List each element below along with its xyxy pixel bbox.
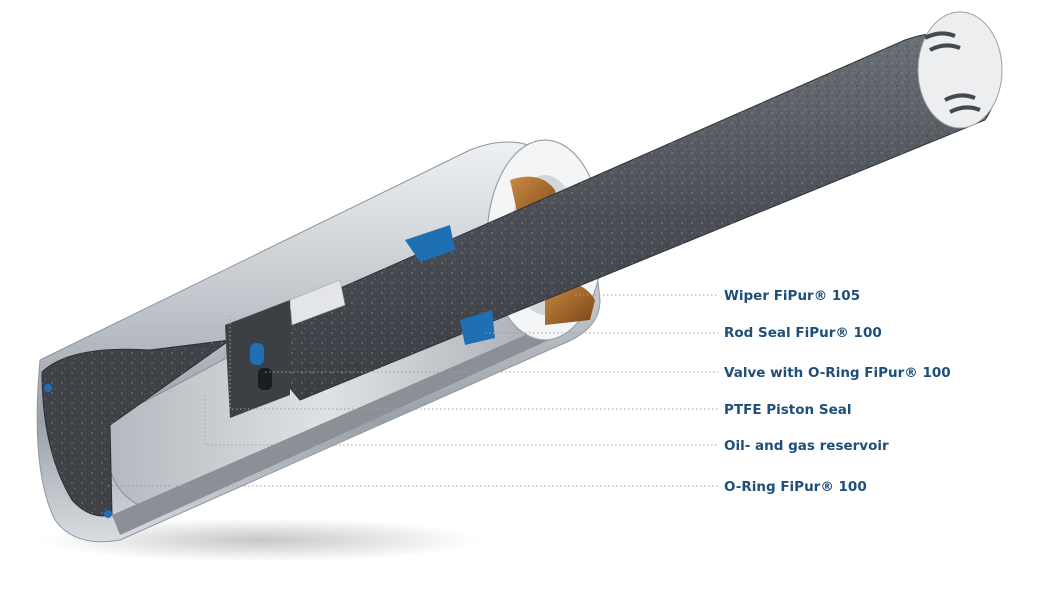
- label-wiper: Wiper FiPur® 105: [724, 288, 861, 304]
- oring-dot-lower: [104, 510, 112, 518]
- ptfe-piston-seal: [289, 279, 346, 326]
- tube-wall-rim: [112, 320, 560, 535]
- label-oring: O-Ring FiPur® 100: [724, 479, 867, 495]
- rod-thread: [924, 31, 981, 114]
- piston-rod-speckle: [245, 33, 997, 400]
- rod-end-cap: [917, 11, 1003, 129]
- floor-shadow: [40, 518, 480, 562]
- oring-dot-upper: [44, 384, 52, 392]
- label-valve: Valve with O-Ring FiPur® 100: [724, 365, 951, 381]
- rod-seal-upper: [405, 225, 455, 262]
- rod-seal-lower: [460, 310, 495, 345]
- end-cap-speckle: [42, 340, 230, 516]
- valve-oring: [250, 343, 264, 365]
- label-rod-seal: Rod Seal FiPur® 100: [724, 325, 882, 341]
- label-ptfe-piston-seal: PTFE Piston Seal: [724, 402, 852, 418]
- leader-lines: [108, 294, 718, 487]
- label-reservoir: Oil- and gas reservoir: [724, 438, 889, 454]
- valve-oring-2: [258, 368, 272, 390]
- leader-reservoir: [204, 395, 718, 446]
